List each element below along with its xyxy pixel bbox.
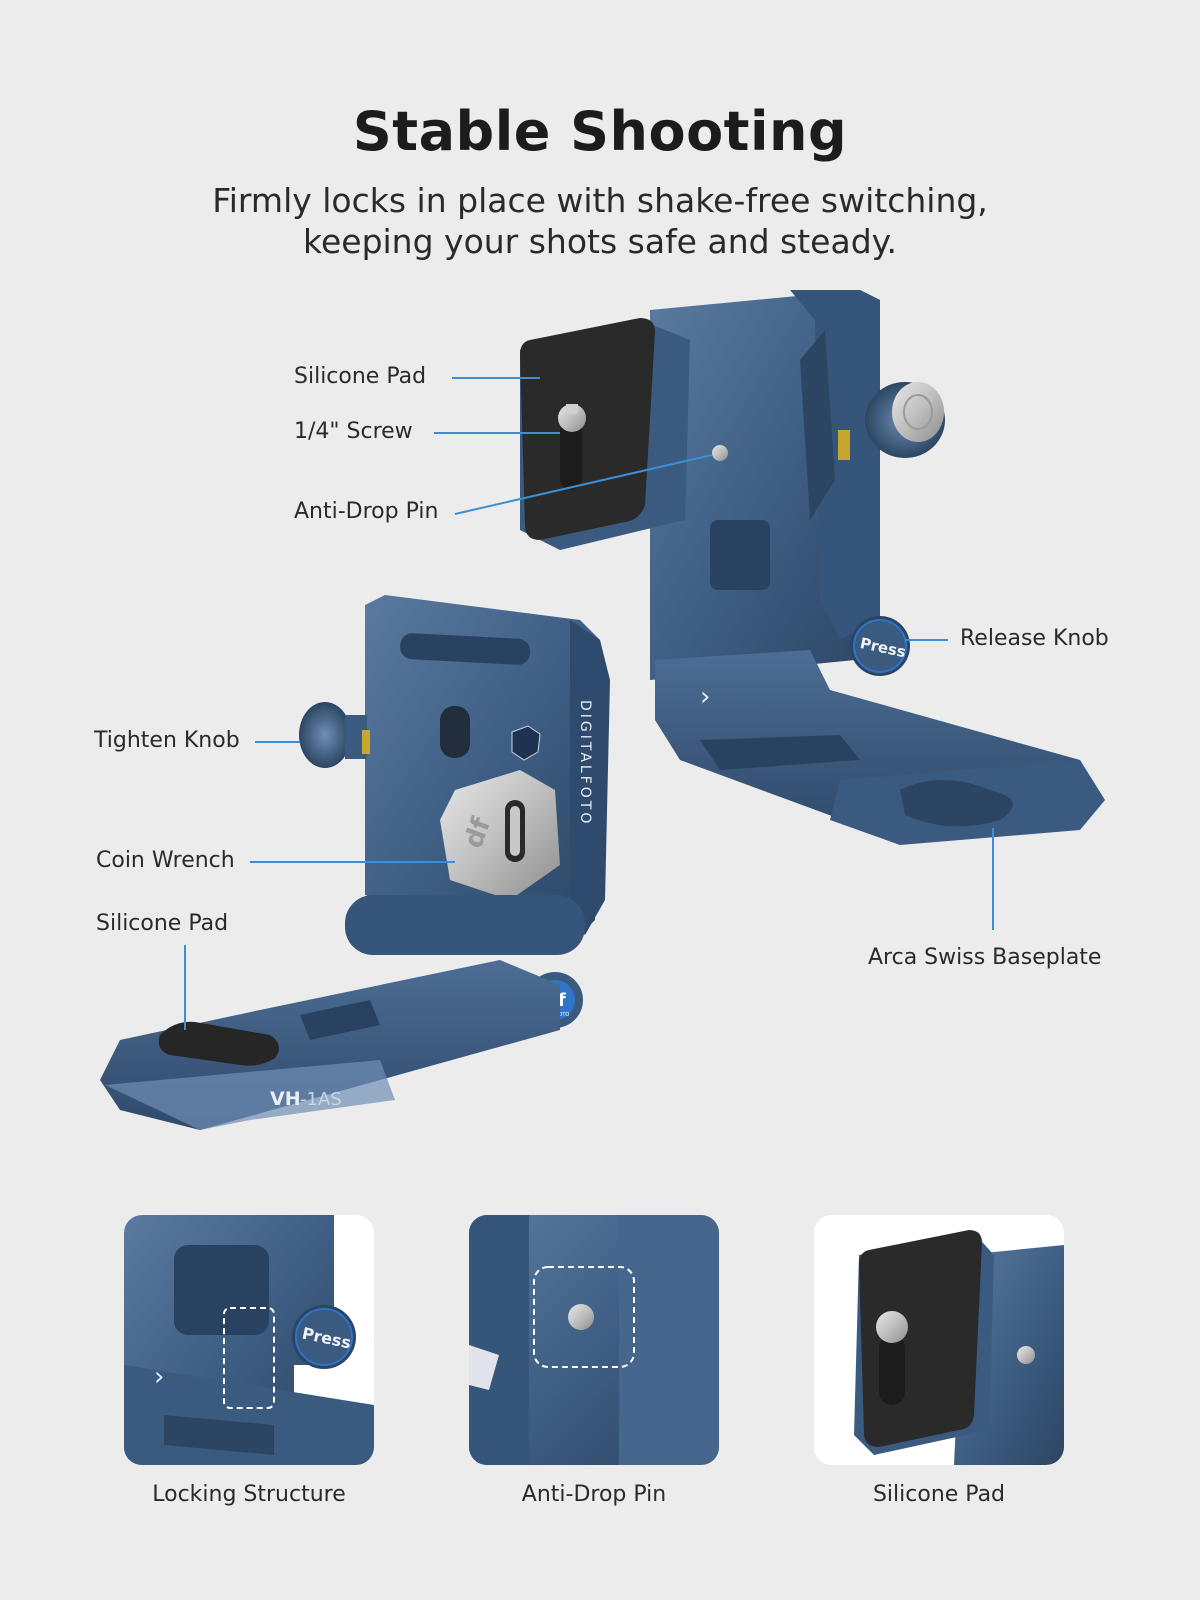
thumb-anti-drop-pin <box>568 1304 594 1330</box>
silicone-pad <box>520 318 655 540</box>
page-title: Stable Shooting <box>352 100 848 163</box>
chevron-right-icon: › <box>700 682 710 712</box>
callout-silicone-pad-bottom: Silicone Pad <box>96 911 229 936</box>
callout-tighten-knob: Tighten Knob <box>94 728 240 753</box>
quarter-inch-screw <box>558 404 586 432</box>
subtitle-line-1: Firmly locks in place with shake-free sw… <box>212 181 988 220</box>
right-bracket: › Press <box>650 290 1105 845</box>
callout-coin-wrench: Coin Wrench <box>96 848 235 873</box>
base-silicone-pad <box>158 1021 279 1066</box>
top-plate <box>520 318 690 550</box>
left-bracket: DIGITALFOTO df df DIGITALFOTO VH -1AS <box>100 595 610 1130</box>
brand-vertical-text: DIGITALFOTO <box>577 700 593 826</box>
tighten-knob <box>299 702 351 768</box>
detail-silicone-pad <box>814 1215 1064 1465</box>
hinge <box>345 895 585 955</box>
subtitle-line-2: keeping your shots safe and steady. <box>303 222 897 261</box>
callout-screw: 1/4" Screw <box>294 419 413 444</box>
callout-release-knob: Release Knob <box>960 626 1109 651</box>
detail-label-anti-drop-pin: Anti-Drop Pin <box>521 1482 667 1507</box>
detail-locking-structure: Press › <box>124 1215 374 1465</box>
model-rest: -1AS <box>300 1089 342 1110</box>
detail-anti-drop-pin <box>469 1215 719 1465</box>
callout-arca-swiss-baseplate: Arca Swiss Baseplate <box>868 945 1102 970</box>
model-bold: VH <box>270 1088 301 1110</box>
page-subtitle: Firmly locks in place with shake-free sw… <box>0 180 1200 262</box>
callout-silicone-pad-top: Silicone Pad <box>294 364 427 389</box>
callout-anti-drop-pin: Anti-Drop Pin <box>294 499 439 524</box>
right-bracket-slot <box>710 520 770 590</box>
chevron-right-icon: › <box>154 1362 164 1392</box>
product-illustration: › Press DIGITALFOTO df <box>100 290 1105 1130</box>
detail-label-silicone-pad: Silicone Pad <box>872 1482 1006 1507</box>
callout-lines <box>184 377 994 1030</box>
anti-drop-pin <box>712 445 728 461</box>
coin-wrench <box>440 770 560 900</box>
detail-label-locking-structure: Locking Structure <box>152 1482 346 1507</box>
